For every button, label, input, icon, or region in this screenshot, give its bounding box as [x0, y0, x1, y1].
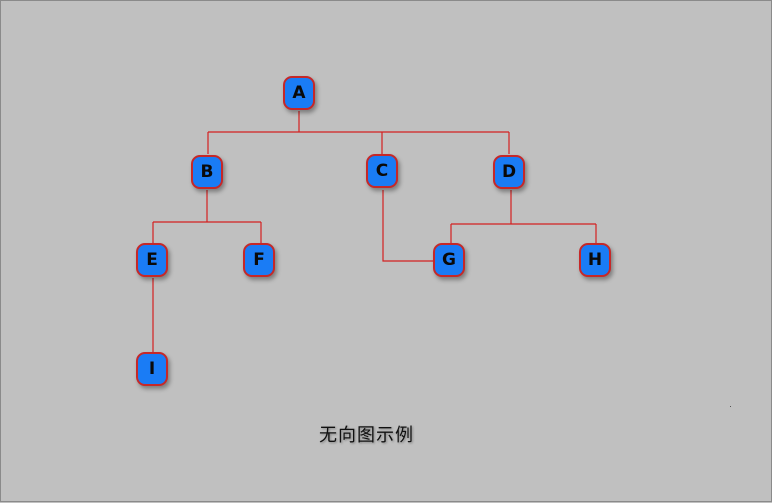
node-h[interactable]: H — [579, 243, 611, 277]
node-g[interactable]: G — [433, 243, 465, 277]
edge-c-g — [382, 190, 433, 262]
diagram-caption: 无向图示例 — [319, 425, 414, 446]
node-a[interactable]: A — [283, 76, 315, 110]
node-e[interactable]: E — [136, 243, 168, 277]
edge-b-e — [152, 190, 261, 243]
node-b[interactable]: B — [191, 155, 223, 189]
stray-dot — [730, 406, 731, 407]
node-f[interactable]: F — [243, 243, 275, 277]
node-c[interactable]: C — [366, 154, 398, 188]
node-d[interactable]: D — [493, 155, 525, 189]
edge-d-g — [450, 190, 596, 243]
edge-a-b — [207, 111, 509, 154]
node-i[interactable]: I — [136, 352, 168, 386]
